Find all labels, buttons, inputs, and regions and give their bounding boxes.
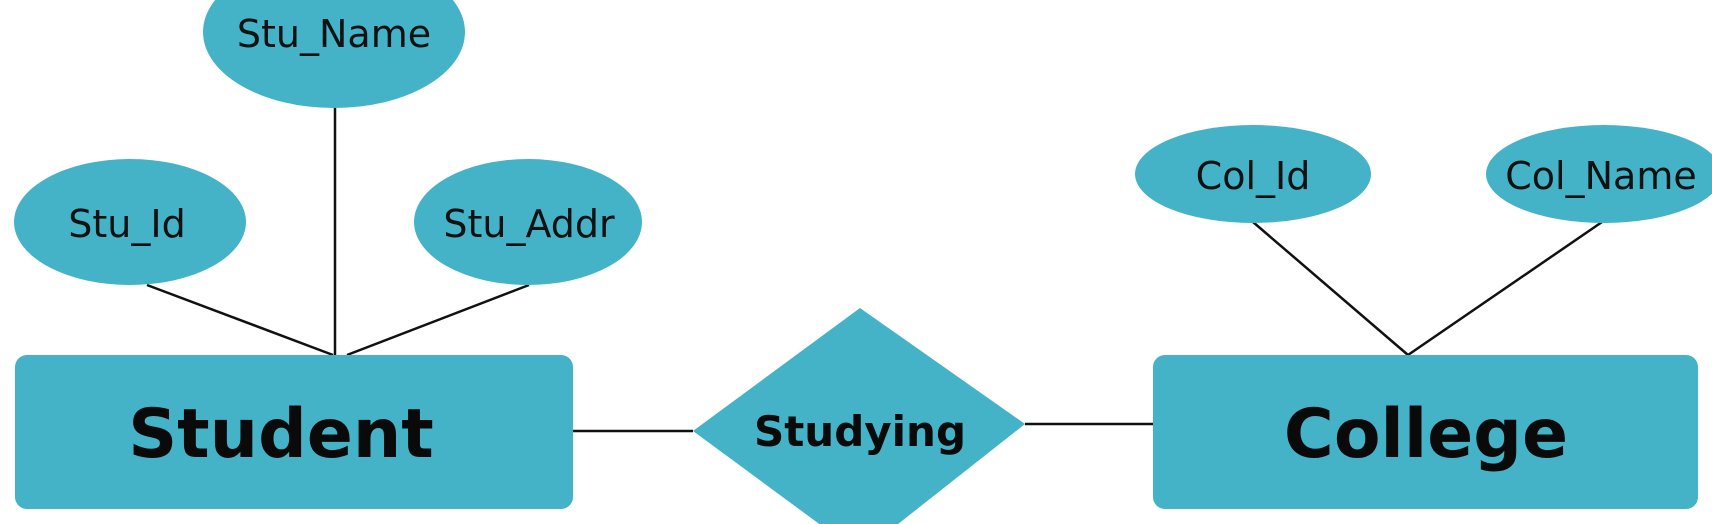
attribute-stu-addr: Stu_Addr [414,159,642,285]
attribute-col-name: Col_Name [1486,125,1712,223]
attribute-stu-name: Stu_Name [203,0,465,108]
connector-stu-id-student [146,283,334,357]
entity-label: Student [128,395,434,474]
attribute-label: Stu_Name [237,12,431,56]
connector-stu-addr-student [346,283,530,357]
attribute-label: Col_Name [1505,154,1696,198]
attribute-stu-id: Stu_Id [14,159,246,285]
entity-college: College [1153,355,1698,509]
entity-label: College [1284,395,1568,474]
relationship-label: Studying [754,407,966,456]
attribute-col-id: Col_Id [1135,125,1371,223]
attribute-label: Stu_Addr [443,202,615,246]
connectors [146,107,1603,433]
entity-student: Student [15,355,573,509]
attribute-label: Stu_Id [68,202,185,246]
attribute-label: Col_Id [1196,154,1311,198]
connector-col-id-college [1252,221,1409,356]
connector-col-name-college [1407,220,1603,357]
relationship-studying: Studying [693,308,1025,524]
